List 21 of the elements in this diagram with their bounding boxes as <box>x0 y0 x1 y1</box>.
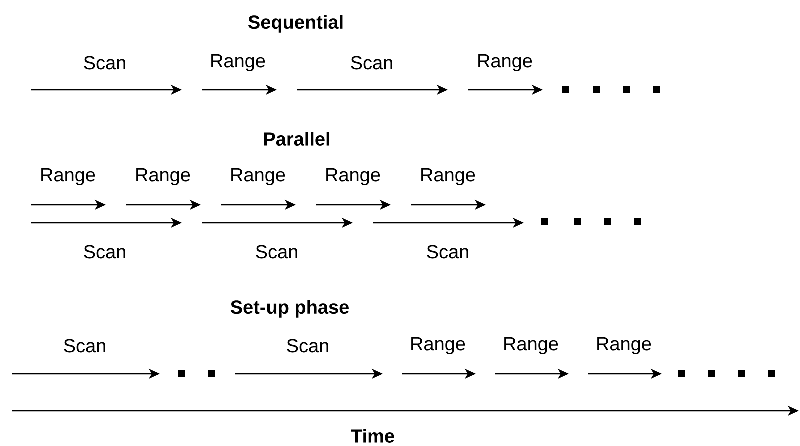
axis-label: Time <box>351 429 394 443</box>
phase-label: Range <box>598 338 652 354</box>
phase-label: Range <box>326 168 380 186</box>
phase-label: Range <box>232 168 286 186</box>
section-heading: Parallel <box>264 132 330 146</box>
phase-label: Range <box>42 168 96 186</box>
phase-label: Range <box>136 168 190 186</box>
phase-label: Scan <box>427 245 468 259</box>
phase-label: Range <box>504 338 558 354</box>
phase-label: Scan <box>351 56 392 70</box>
phase-label: Scan <box>287 339 328 353</box>
phase-label: Scan <box>84 245 126 259</box>
phase-label: Range <box>478 54 532 72</box>
section-heading: Set-up phase <box>230 300 349 318</box>
phase-label: Scan <box>256 245 298 259</box>
phase-label: Range <box>412 338 466 354</box>
section-heading: Sequential <box>248 15 343 33</box>
phase-label: Range <box>212 54 266 72</box>
phase-label: Scan <box>64 339 106 353</box>
phase-label: Range <box>422 168 476 186</box>
phase-label: Scan <box>84 56 126 70</box>
